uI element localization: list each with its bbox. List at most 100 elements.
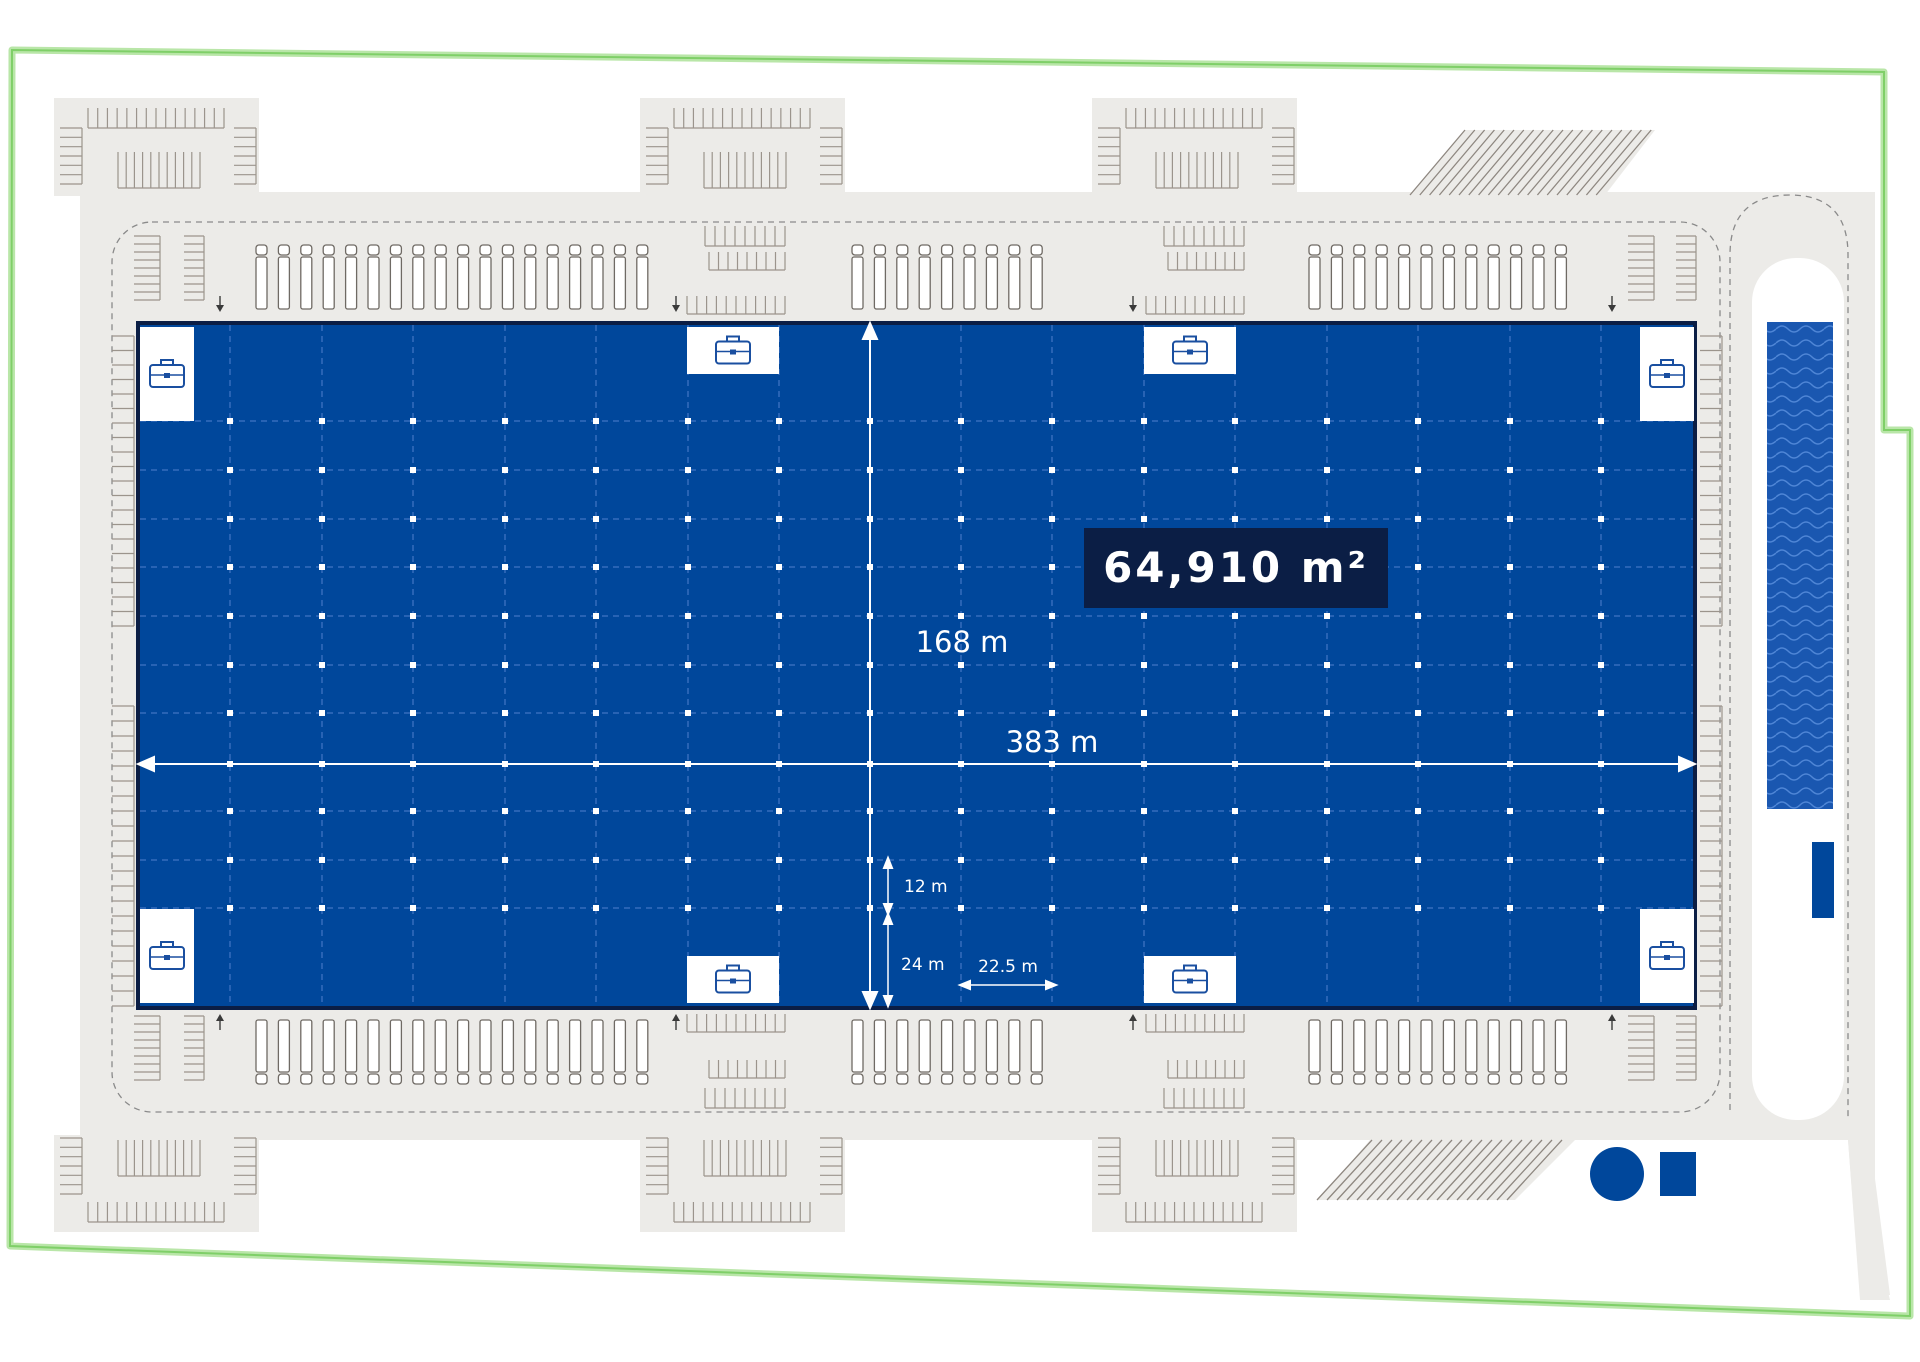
parking-bay — [117, 152, 201, 189]
parking-bay — [646, 1137, 669, 1195]
column-marker — [776, 662, 782, 668]
column-marker — [776, 418, 782, 424]
column-marker — [1232, 662, 1238, 668]
column-spacing-label: 22.5 m — [978, 957, 1038, 977]
parking-bay — [1676, 1015, 1697, 1081]
column-marker — [319, 662, 325, 668]
column-marker — [1049, 516, 1055, 522]
truck-docks — [255, 1019, 649, 1085]
column-marker — [1141, 516, 1147, 522]
column-marker — [227, 613, 233, 619]
column-marker — [1324, 710, 1330, 716]
column-marker — [1232, 467, 1238, 473]
parking-bay — [1125, 108, 1263, 129]
parking-bay — [112, 335, 135, 627]
column-marker — [776, 613, 782, 619]
column-marker — [1598, 662, 1604, 668]
truck-docks — [851, 1019, 1043, 1085]
column-marker — [410, 710, 416, 716]
column-marker — [1141, 710, 1147, 716]
sprinkler-tank — [1590, 1147, 1644, 1201]
parking-bay — [708, 1060, 786, 1079]
column-marker — [593, 516, 599, 522]
column-marker — [1507, 467, 1513, 473]
column-marker — [1598, 808, 1604, 814]
column-marker — [1415, 418, 1421, 424]
arrow-icon — [216, 296, 224, 312]
arrow-icon — [216, 1014, 224, 1030]
column-marker — [593, 857, 599, 863]
column-marker — [319, 905, 325, 911]
parking-bay — [1163, 226, 1245, 247]
truck-docks — [255, 244, 649, 310]
total-area-label: 64,910 m² — [1103, 543, 1369, 592]
column-marker — [1324, 662, 1330, 668]
column-marker — [1507, 564, 1513, 570]
column-marker — [1598, 418, 1604, 424]
parking-bay — [234, 127, 257, 185]
column-marker — [1507, 516, 1513, 522]
column-marker — [502, 662, 508, 668]
parking-bay — [60, 127, 83, 185]
column-marker — [502, 467, 508, 473]
column-marker — [958, 857, 964, 863]
column-marker — [1141, 613, 1147, 619]
column-marker — [227, 418, 233, 424]
column-marker — [1507, 662, 1513, 668]
column-marker — [958, 564, 964, 570]
arrow-icon — [1129, 1014, 1137, 1030]
column-marker — [685, 516, 691, 522]
column-marker — [1141, 662, 1147, 668]
column-marker — [1232, 905, 1238, 911]
column-marker — [776, 710, 782, 716]
parking-bay — [1272, 127, 1295, 185]
sprinkler-room — [1660, 1152, 1696, 1196]
column-marker — [1415, 857, 1421, 863]
parking-bay — [1700, 335, 1723, 627]
column-marker — [776, 564, 782, 570]
parking-bay — [704, 226, 786, 247]
column-marker — [1232, 613, 1238, 619]
area-label-box — [1084, 528, 1388, 608]
parking-bay — [686, 296, 786, 315]
column-marker — [319, 613, 325, 619]
parking-bay — [708, 252, 786, 271]
parking-bay — [646, 127, 669, 185]
column-marker — [227, 662, 233, 668]
arrow-icon — [1129, 296, 1137, 312]
column-marker — [1598, 467, 1604, 473]
arrow-icon — [672, 1014, 680, 1030]
column-marker — [227, 564, 233, 570]
column-marker — [502, 516, 508, 522]
briefcase-icon — [1172, 335, 1208, 365]
parking-bay — [134, 235, 161, 301]
column-marker — [1141, 418, 1147, 424]
column-marker — [1232, 710, 1238, 716]
parking-bay — [673, 1202, 811, 1223]
column-marker — [685, 613, 691, 619]
column-marker — [1507, 857, 1513, 863]
column-marker — [1141, 905, 1147, 911]
column-marker — [502, 808, 508, 814]
parking-bay — [1125, 1202, 1263, 1223]
column-marker — [1049, 808, 1055, 814]
column-marker — [593, 808, 599, 814]
column-marker — [776, 857, 782, 863]
parking-bay — [1167, 1060, 1245, 1079]
column-marker — [1232, 418, 1238, 424]
column-marker — [776, 467, 782, 473]
parking-bay — [184, 1015, 205, 1081]
column-marker — [685, 662, 691, 668]
column-marker — [958, 662, 964, 668]
parking-bay — [686, 1014, 786, 1033]
column-marker — [1415, 808, 1421, 814]
column-marker — [593, 905, 599, 911]
column-marker — [1415, 467, 1421, 473]
parking-bay — [1272, 1137, 1295, 1195]
truck-docks — [1308, 1019, 1568, 1085]
column-marker — [593, 613, 599, 619]
column-marker — [227, 710, 233, 716]
column-marker — [1324, 857, 1330, 863]
column-marker — [410, 418, 416, 424]
